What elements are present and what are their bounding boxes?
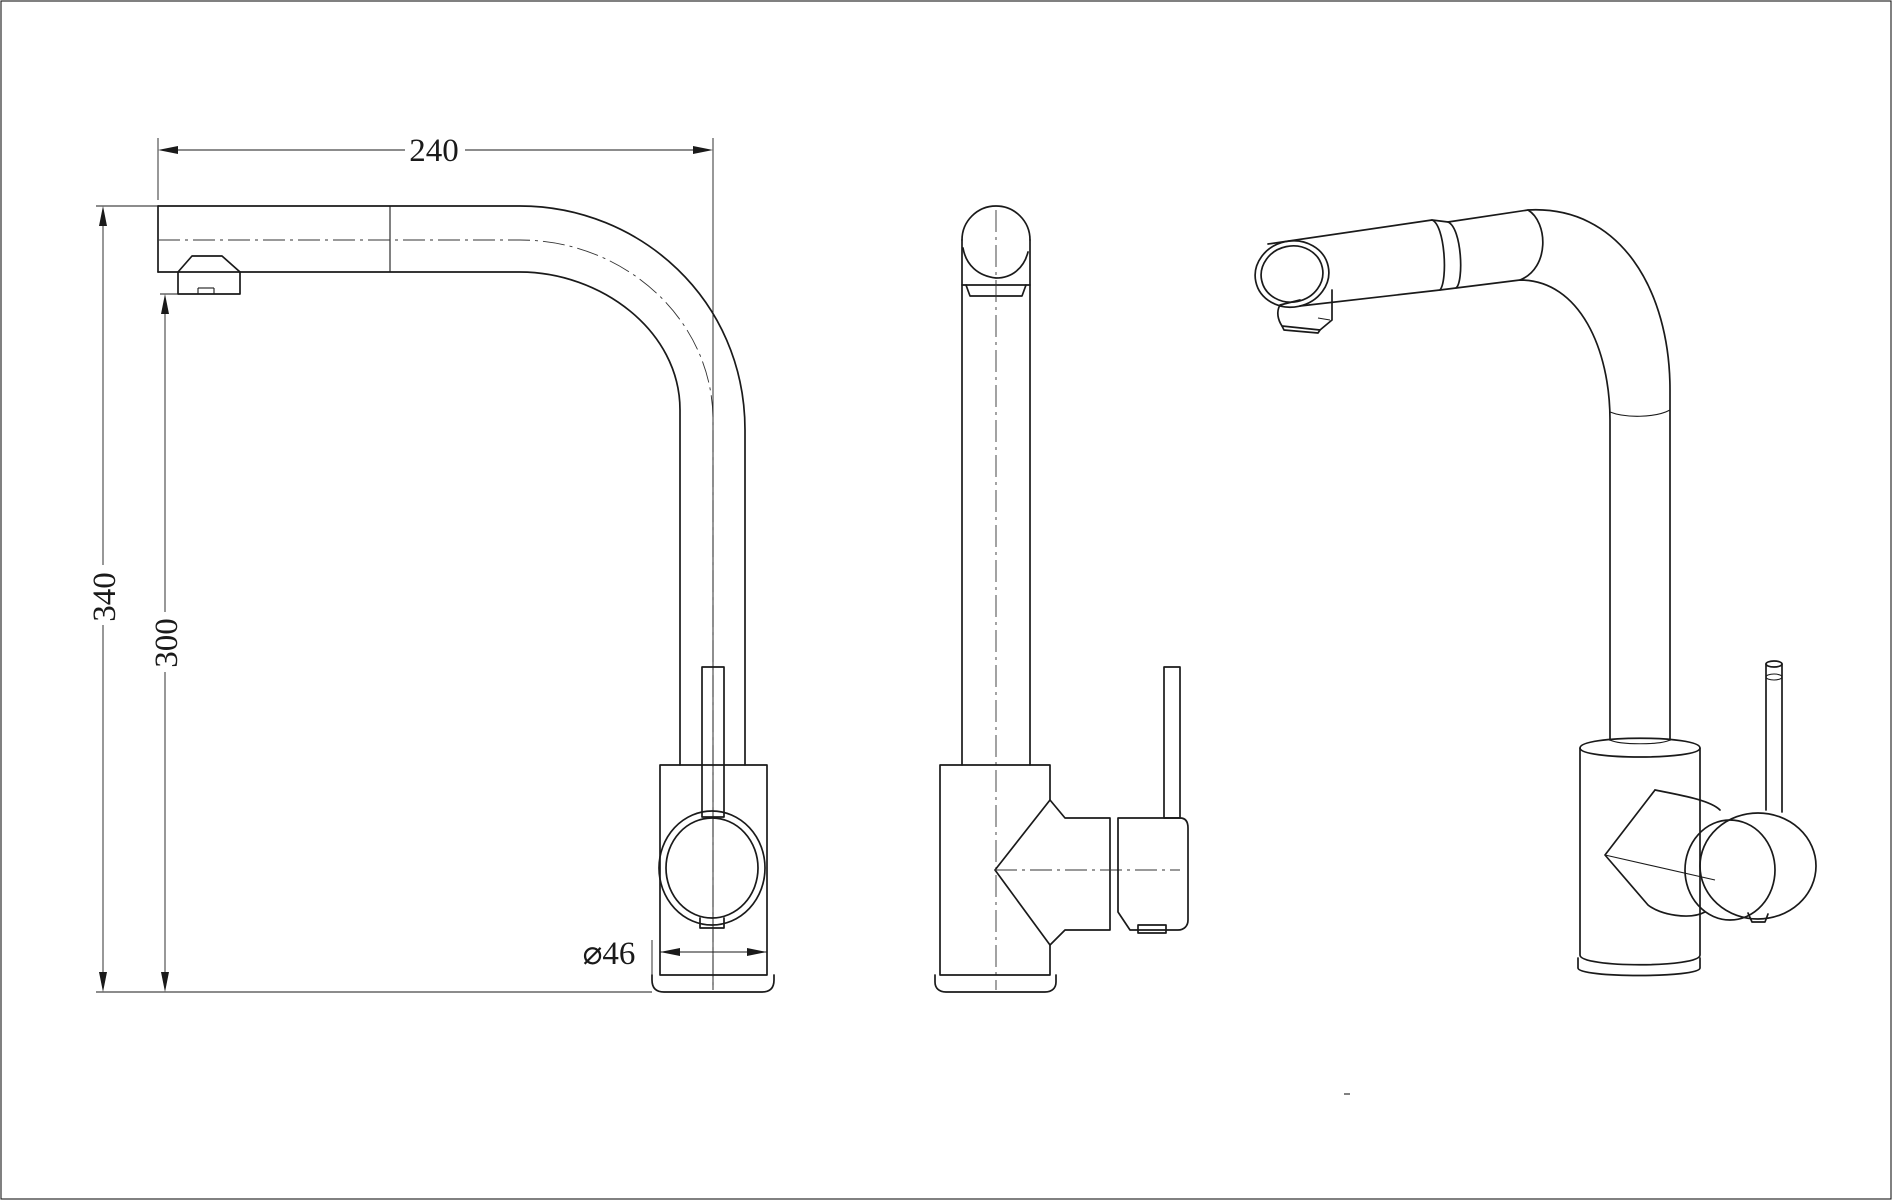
dimension-46-label: ⌀46 xyxy=(583,936,636,972)
dimension-300-label: 300 xyxy=(149,618,185,668)
side-view xyxy=(934,205,1189,993)
dimension-total-height: 340 xyxy=(87,205,652,993)
dimension-spout-reach: 240 xyxy=(157,133,714,990)
dimension-spout-height: 300 xyxy=(149,293,185,992)
dimension-240-label: 240 xyxy=(409,133,459,169)
dimension-base-diameter: ⌀46 xyxy=(583,936,767,975)
perspective-view xyxy=(1254,209,1817,1095)
dimension-340-label: 340 xyxy=(87,572,123,622)
front-view xyxy=(157,205,775,993)
